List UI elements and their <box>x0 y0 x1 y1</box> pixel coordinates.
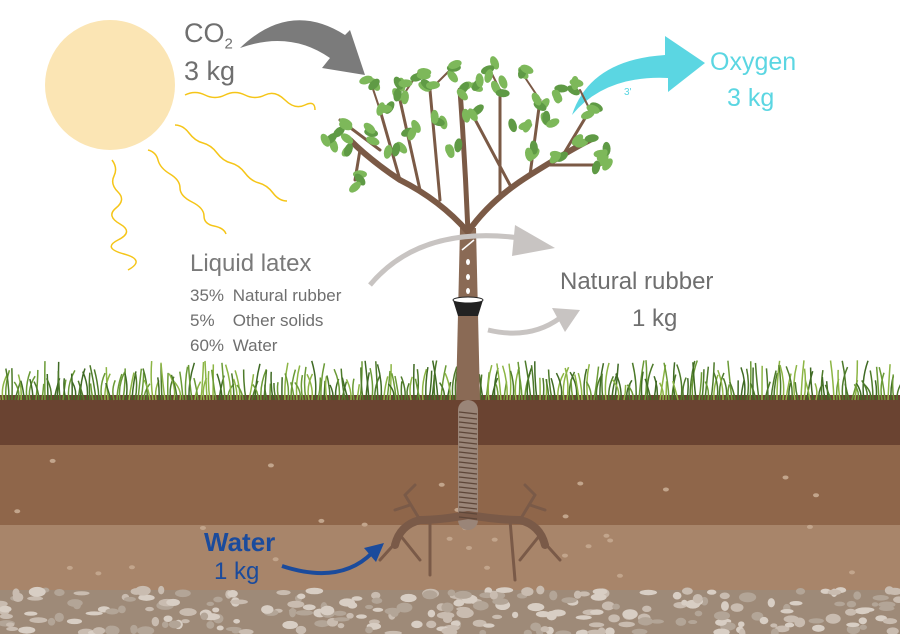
latex-composition-item: 5% Other solids <box>190 311 324 330</box>
latex-drops <box>466 259 470 294</box>
latex-cup <box>453 300 483 316</box>
root-stripes <box>458 411 478 520</box>
grass <box>0 360 900 401</box>
latex-title: Liquid latex <box>190 250 312 277</box>
oxygen-amount: 3 kg <box>727 84 775 112</box>
latex-composition-item: 60% Water <box>190 336 278 355</box>
oxygen-label: Oxygen <box>710 48 797 76</box>
topsoil-layer <box>0 395 900 445</box>
co2-arrow <box>240 20 365 75</box>
water-arrow <box>281 551 374 576</box>
latex-to-rubber-arrow <box>368 233 521 287</box>
latex-composition-item: 35% Natural rubber <box>190 286 342 305</box>
pebbles <box>0 458 900 634</box>
tapping-cut <box>461 239 475 251</box>
oxygen-arrow <box>572 36 705 115</box>
branches <box>338 69 602 235</box>
deep-soil-layer <box>0 525 900 595</box>
co2-amount: 3 kg <box>184 56 236 86</box>
stray-mark: 3' <box>624 87 632 98</box>
leaves <box>320 56 613 193</box>
rubber-label: Natural rubber <box>560 268 714 295</box>
sun-rays <box>110 91 316 271</box>
water-label: Water <box>204 527 276 557</box>
co2-label: CO2 <box>184 18 233 53</box>
water-amount: 1 kg <box>214 558 260 585</box>
cup-to-rubber-arrow <box>487 315 562 336</box>
subsoil-layer <box>0 445 900 525</box>
rubber-amount: 1 kg <box>632 305 678 332</box>
sun-icon <box>45 20 175 150</box>
